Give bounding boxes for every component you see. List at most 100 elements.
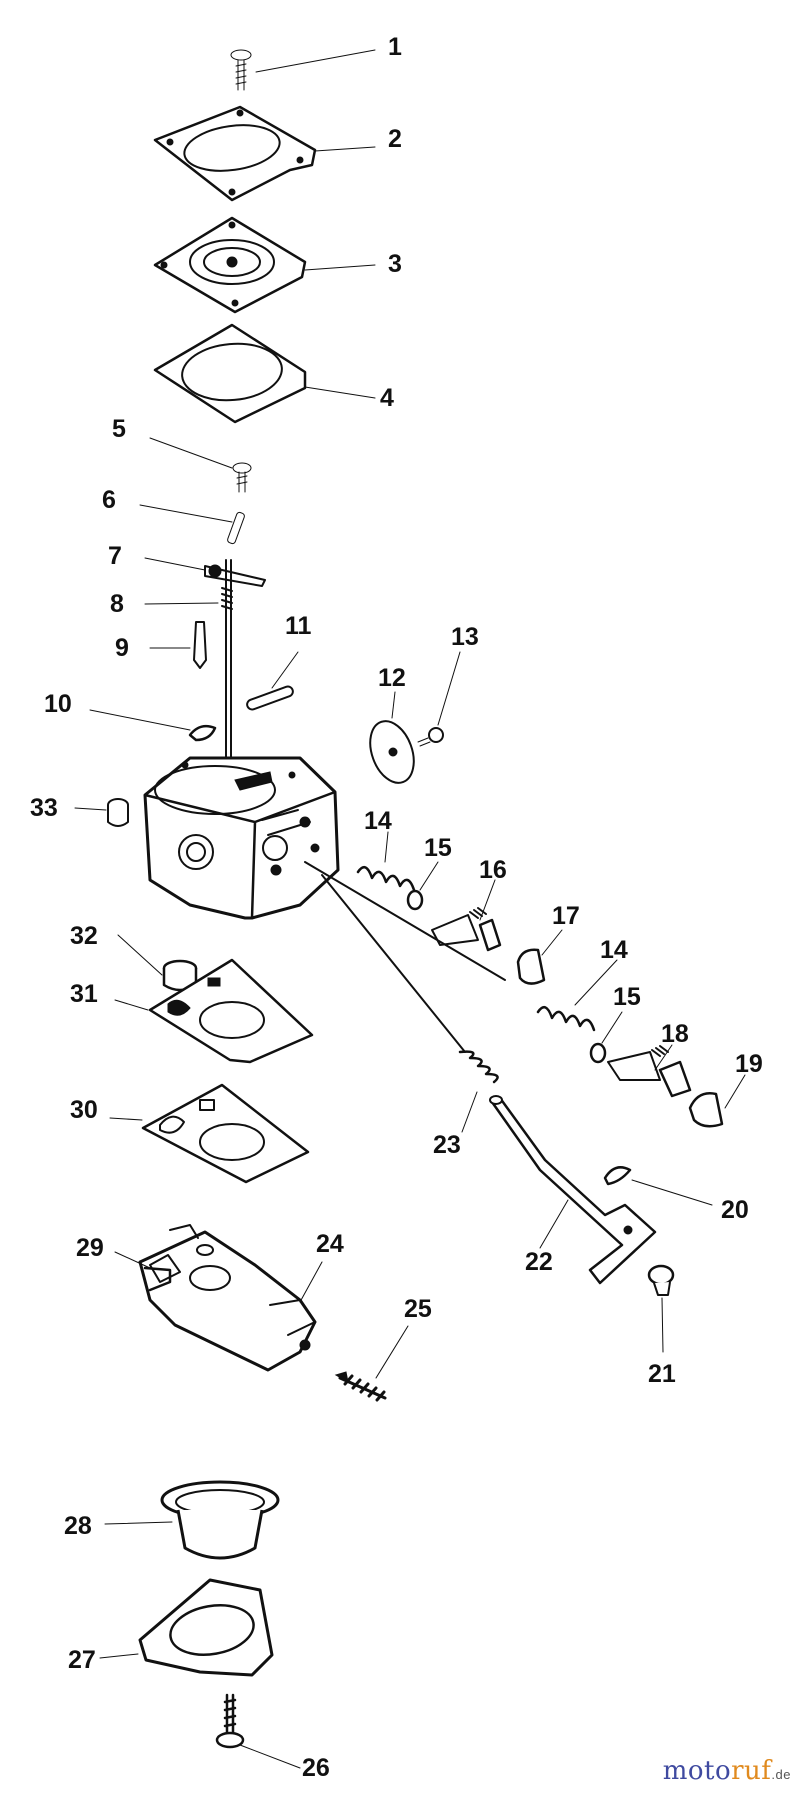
callout-5: 5 xyxy=(112,415,126,443)
leader-1 xyxy=(255,49,376,73)
part-26-screw xyxy=(215,1693,245,1749)
leader-3 xyxy=(304,264,376,271)
watermark: motoruf.de xyxy=(663,1756,791,1786)
part-7-lever xyxy=(204,564,266,587)
part-20-clip xyxy=(603,1166,632,1186)
watermark-suffix: .de xyxy=(771,1767,791,1782)
leader-15b xyxy=(601,1011,623,1044)
leader-11 xyxy=(271,651,299,689)
part-28-cup xyxy=(160,1480,280,1560)
leader-25 xyxy=(375,1325,409,1379)
part-12-disc xyxy=(369,720,415,784)
callout-15a: 15 xyxy=(424,834,452,862)
callout-7: 7 xyxy=(108,542,122,570)
part-30-gasket xyxy=(141,1083,310,1184)
leader-22 xyxy=(539,1199,569,1249)
leader-27 xyxy=(99,1653,139,1659)
callout-18: 18 xyxy=(661,1020,689,1048)
callout-21: 21 xyxy=(648,1360,676,1388)
leader-29 xyxy=(114,1251,151,1269)
leader-24 xyxy=(299,1261,323,1303)
leader-15a xyxy=(419,861,439,891)
callout-30: 30 xyxy=(70,1096,98,1124)
callout-31: 31 xyxy=(70,980,98,1008)
callout-23: 23 xyxy=(433,1131,461,1159)
callout-11: 11 xyxy=(285,612,312,640)
callout-17: 17 xyxy=(552,902,580,930)
part-31-plate xyxy=(148,958,314,1064)
leader-12 xyxy=(391,691,396,719)
callout-12: 12 xyxy=(378,664,406,692)
part-11-seal xyxy=(246,685,294,711)
leader-31 xyxy=(114,999,149,1011)
leader-33 xyxy=(74,807,107,811)
part-17-cap xyxy=(516,948,546,985)
leader-5 xyxy=(149,437,233,469)
leader-14a xyxy=(384,831,389,863)
watermark-part1: moto xyxy=(662,1756,732,1786)
leader-14b xyxy=(574,959,618,1006)
leader-4 xyxy=(304,386,376,399)
callout-9: 9 xyxy=(115,634,129,662)
part-2-pump-cover xyxy=(153,105,317,202)
callout-16: 16 xyxy=(479,856,507,884)
carburetor-body xyxy=(143,756,340,920)
callout-32: 32 xyxy=(70,922,98,950)
leader-19 xyxy=(724,1074,746,1109)
callout-10: 10 xyxy=(44,690,72,718)
callout-1: 1 xyxy=(388,33,402,61)
leader-10 xyxy=(89,709,191,731)
part-25-screw xyxy=(334,1371,387,1402)
part-13-screw xyxy=(417,727,444,747)
callout-33: 33 xyxy=(30,794,58,822)
part-15a-oring xyxy=(406,889,424,911)
callout-14b: 14 xyxy=(600,936,628,964)
leader-20 xyxy=(631,1179,713,1206)
callout-15b: 15 xyxy=(613,983,641,1011)
leader-16 xyxy=(479,879,496,921)
part-21-nut xyxy=(647,1264,675,1296)
part-23-spring xyxy=(458,1050,499,1084)
callout-24: 24 xyxy=(316,1230,344,1258)
leader-21 xyxy=(661,1297,664,1353)
leader-17 xyxy=(541,929,563,956)
leader-26 xyxy=(239,1744,301,1769)
callout-28: 28 xyxy=(64,1512,92,1540)
callout-26: 26 xyxy=(302,1754,330,1782)
part-22-throttle-shaft xyxy=(489,1095,657,1285)
leader-6 xyxy=(139,504,233,523)
part-15b-oring xyxy=(589,1042,607,1064)
leader-23 xyxy=(461,1091,478,1133)
leader-8 xyxy=(144,602,219,605)
leader-2 xyxy=(314,146,376,152)
part-27-gasket xyxy=(138,1578,274,1677)
part-18-needle xyxy=(607,1045,692,1098)
callout-2: 2 xyxy=(388,125,402,153)
leader-13 xyxy=(437,651,461,726)
watermark-part2: ruf xyxy=(731,1756,772,1786)
leader-32 xyxy=(117,934,163,976)
callout-4: 4 xyxy=(380,384,394,412)
callout-19: 19 xyxy=(735,1050,763,1078)
callout-22: 22 xyxy=(525,1248,553,1276)
callout-20: 20 xyxy=(721,1196,749,1224)
callout-14a: 14 xyxy=(364,807,392,835)
part-33-cap xyxy=(107,798,129,827)
leader-30 xyxy=(109,1117,143,1121)
part-3-diaphragm xyxy=(153,216,307,314)
callout-29: 29 xyxy=(76,1234,104,1262)
part-14a-spring xyxy=(356,865,416,892)
callout-8: 8 xyxy=(110,590,124,618)
part-10-clip xyxy=(188,724,217,742)
part-6-pin xyxy=(227,511,245,545)
callout-25: 25 xyxy=(404,1295,432,1323)
callout-27: 27 xyxy=(68,1646,96,1674)
part-4-gasket xyxy=(153,323,307,424)
callout-3: 3 xyxy=(388,250,402,278)
part-14b-spring xyxy=(536,1005,596,1032)
leader-7 xyxy=(144,557,206,571)
callout-labels: 1 2 3 4 5 6 7 8 9 10 11 12 13 14 15 16 1… xyxy=(30,33,763,1782)
part-9-inlet-needle xyxy=(193,621,207,669)
part-5-screw xyxy=(232,462,252,493)
